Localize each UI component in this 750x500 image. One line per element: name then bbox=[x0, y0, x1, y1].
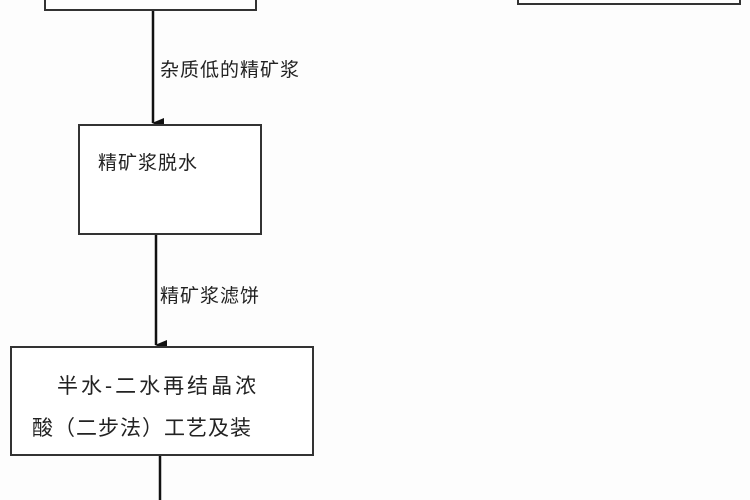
top-right-box bbox=[517, 0, 741, 5]
edge-label-filter-cake: 精矿浆滤饼 bbox=[160, 285, 261, 307]
recrystallization-line2: 酸（二步法）工艺及装 bbox=[32, 416, 252, 440]
top-left-box bbox=[44, 0, 257, 11]
recrystallization-box: 半水-二水再结晶浓 酸（二步法）工艺及装 bbox=[10, 346, 314, 456]
recrystallization-line1: 半水-二水再结晶浓 bbox=[57, 374, 260, 398]
edge-label-low-impurity-slurry: 杂质低的精矿浆 bbox=[160, 59, 301, 81]
dewatering-label: 精矿浆脱水 bbox=[98, 152, 199, 174]
dewatering-box: 精矿浆脱水 bbox=[78, 124, 262, 235]
